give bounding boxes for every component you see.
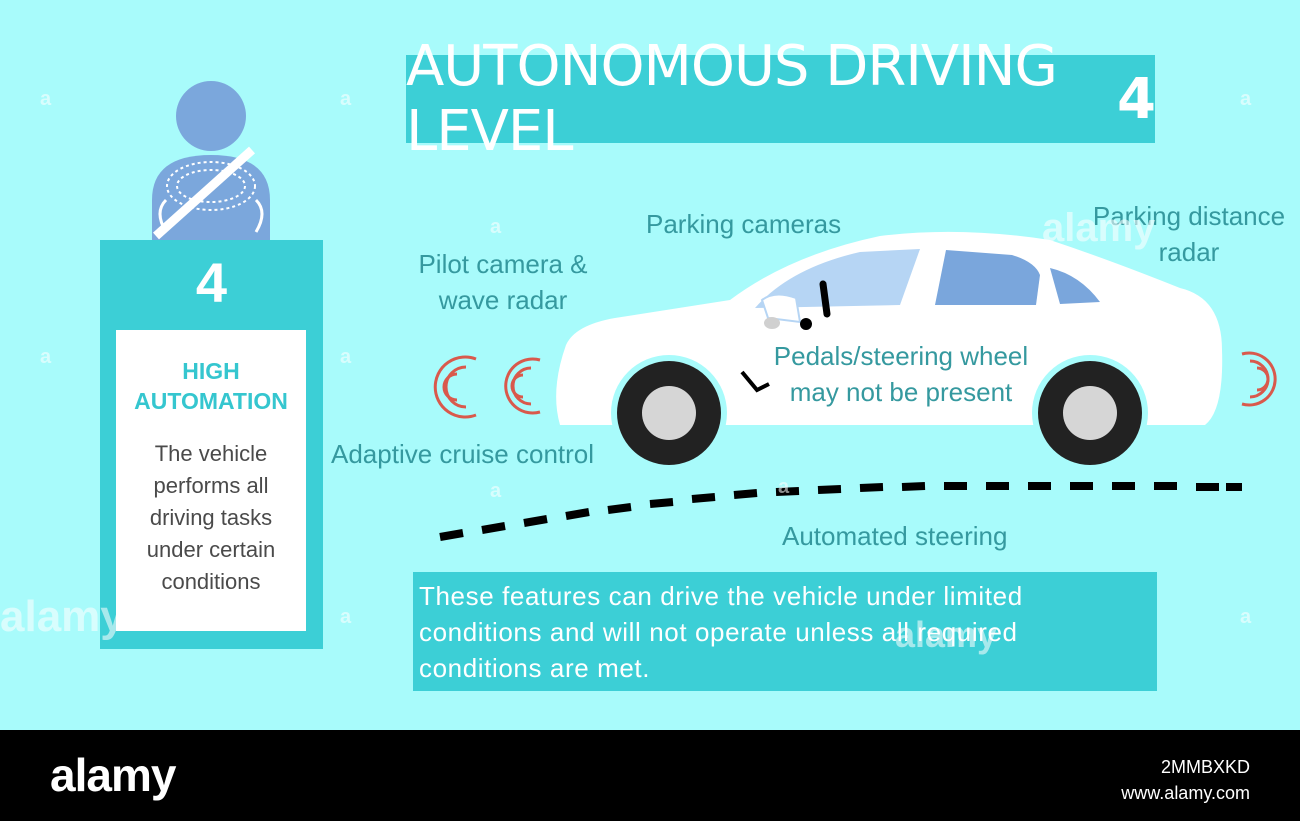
footer-url: www.alamy.com xyxy=(1121,783,1250,803)
footer-image-id: 2MMBXKD xyxy=(1160,757,1250,777)
label-automated-steering: Automated steering xyxy=(782,521,1008,551)
label-parking-distance-radar: Parking distance radar xyxy=(1084,198,1294,270)
level-description: The vehicle performs all driving tasks u… xyxy=(124,438,298,598)
note-text: These features can drive the vehicle und… xyxy=(413,572,1157,692)
label-adaptive-cruise-control: Adaptive cruise control xyxy=(331,439,595,469)
watermark-small: a xyxy=(778,476,790,498)
level-heading: HIGH AUTOMATION xyxy=(116,356,306,416)
road-dashed-line xyxy=(439,482,1242,541)
level-heading-line2: AUTOMATION xyxy=(134,388,288,414)
rear-radar-icon xyxy=(1241,351,1277,407)
footer-bar: alamy 2MMBXKD www.alamy.com xyxy=(0,730,1300,821)
person-seatbelt-icon xyxy=(152,81,270,240)
title-banner: AUTONOMOUS DRIVING LEVEL 4 xyxy=(406,34,1156,164)
label-line: Parking distance xyxy=(1092,201,1286,231)
title-level-number: 4 xyxy=(1117,66,1156,132)
note-line: These features can drive the vehicle und… xyxy=(419,581,1023,611)
footer-logo: alamy xyxy=(50,749,176,801)
watermark: alamy xyxy=(0,592,125,641)
note-line: conditions and will not operate unless a… xyxy=(419,617,1018,647)
watermark-small: a xyxy=(340,88,352,110)
label-line: radar xyxy=(1158,237,1220,267)
watermark-small: a xyxy=(1240,606,1252,628)
front-radar-icon xyxy=(433,355,541,419)
level-card: HIGH AUTOMATION The vehicle performs all… xyxy=(116,330,306,631)
watermark-small: a xyxy=(1240,88,1252,110)
note-line: conditions are met. xyxy=(419,653,651,683)
watermark-small: a xyxy=(40,346,52,368)
desc-line: under certain xyxy=(146,537,276,562)
label-line: Pedals/steering wheel xyxy=(773,341,1029,371)
title-text: AUTONOMOUS DRIVING LEVEL xyxy=(406,34,1058,164)
label-pilot-camera: Pilot camera & wave radar xyxy=(408,246,598,318)
desc-line: The vehicle xyxy=(154,441,268,466)
desc-line: conditions xyxy=(161,569,261,594)
watermark-small: a xyxy=(490,480,502,502)
level-number: 4 xyxy=(195,251,228,314)
label-line: wave radar xyxy=(438,285,568,315)
watermark-small: a xyxy=(340,606,352,628)
watermark-small: a xyxy=(340,346,352,368)
label-line: Pilot camera & xyxy=(418,249,588,279)
watermark-small: a xyxy=(490,216,502,238)
watermark: alamy xyxy=(1042,206,1156,250)
level-heading-line1: HIGH xyxy=(182,358,240,384)
footer-info: 2MMBXKD www.alamy.com xyxy=(1121,754,1250,806)
label-line: may not be present xyxy=(789,377,1013,407)
level-panel: 4 HIGH AUTOMATION The vehicle performs a… xyxy=(100,240,323,649)
label-pedals-steering: Pedals/steering wheel may not be present xyxy=(764,338,1038,410)
illustration-layer xyxy=(152,81,1277,541)
watermark-small: a xyxy=(40,88,52,110)
note-box: These features can drive the vehicle und… xyxy=(413,572,1157,691)
desc-line: driving tasks xyxy=(149,505,273,530)
infographic-canvas: AUTONOMOUS DRIVING LEVEL 4 4 HIGH AUTOMA… xyxy=(0,34,1294,691)
watermark: alamy xyxy=(895,614,998,655)
car-illustration xyxy=(556,231,1223,471)
desc-line: performs all xyxy=(153,473,269,498)
label-parking-cameras: Parking cameras xyxy=(646,209,842,239)
